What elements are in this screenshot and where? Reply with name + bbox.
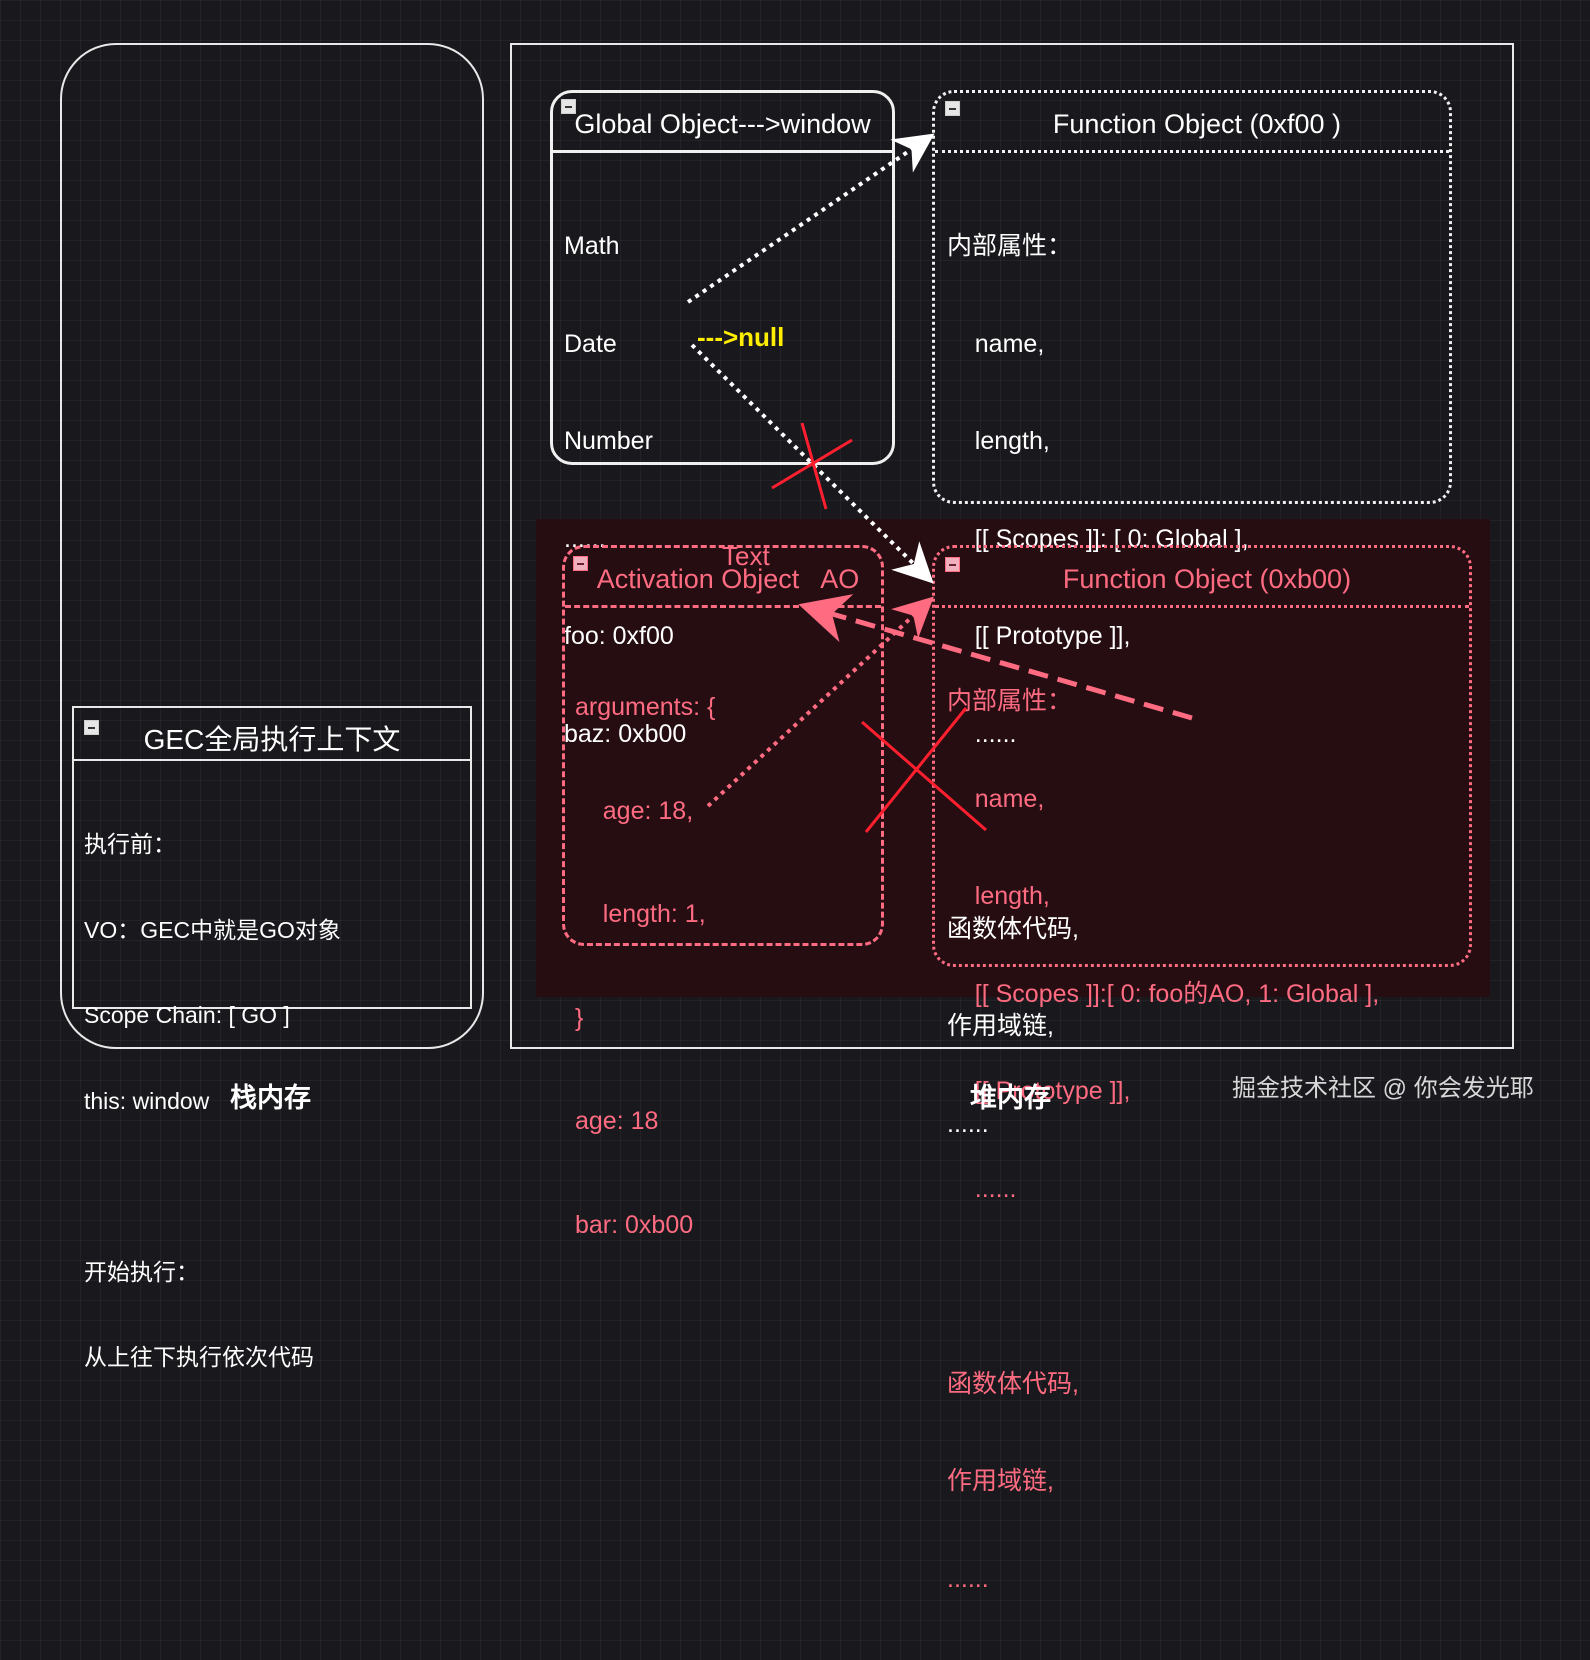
gec-line: Scope Chain: [ GO ]	[84, 1002, 290, 1028]
property-line: 内部属性：	[947, 687, 1073, 715]
activation-object-title: Activation Object AO	[596, 564, 860, 594]
gec-divider	[74, 759, 470, 761]
gec-line: 开始执行：	[84, 1258, 199, 1285]
activation-object-box[interactable]: Activation Object AO arguments: { age: 1…	[562, 545, 884, 1239]
collapse-icon[interactable]	[945, 557, 960, 572]
property-line: baz: 0xb00	[564, 719, 687, 748]
function-object-foo-box[interactable]: Function Object (0xf00 ) 内部属性： name, len…	[932, 90, 1452, 1138]
gec-line	[84, 1172, 341, 1201]
function-object-bar-title: Function Object (0xb00)	[1062, 564, 1352, 594]
property-line: 函数体代码,	[947, 914, 1079, 943]
stack-memory-label: 栈内存	[230, 1083, 311, 1113]
activation-object-divider	[565, 605, 881, 608]
highlight-zone	[536, 519, 1490, 997]
property-line: foo: 0xf00	[564, 622, 674, 650]
property-line: Math	[564, 232, 620, 260]
global-object-body: Math Date Number ...... foo: 0xf00 baz: …	[564, 165, 686, 815]
global-object-divider	[553, 150, 892, 153]
activation-object-body: arguments: { age: 18, length: 1, } age: …	[575, 621, 715, 1311]
property-line: ......	[947, 1109, 989, 1138]
property-line: 函数体代码,	[947, 1369, 1079, 1398]
heap-memory-label: 堆内存	[970, 1083, 1051, 1113]
property-line: ......	[947, 1564, 989, 1593]
stack-memory-panel	[60, 43, 484, 1049]
function-object-bar-box[interactable]: Function Object (0xb00) 内部属性： name, leng…	[932, 545, 1472, 1593]
property-line: arguments: {	[575, 693, 716, 721]
property-line: ......	[947, 1174, 1017, 1203]
function-object-foo-divider	[935, 150, 1449, 153]
watermark: 掘金技术社区 @ 你会发光耶	[1232, 1075, 1534, 1102]
property-line: Number	[564, 427, 653, 455]
function-object-foo-title: Function Object (0xf00 )	[1052, 109, 1342, 139]
gec-line: this: window	[84, 1087, 210, 1114]
property-line: 作用域链,	[947, 1467, 1054, 1495]
collapse-icon[interactable]	[573, 556, 588, 571]
property-line: age: 18,	[575, 796, 694, 825]
gec-line: 从上往下执行依次代码	[84, 1344, 314, 1370]
property-line: length,	[947, 882, 1050, 910]
gec-line: 执行前：	[84, 831, 176, 857]
property-line: [[ Scopes ]]:[ 0: foo的AO, 1: Global ],	[947, 979, 1380, 1008]
property-line: bar: 0xb00	[575, 1210, 694, 1239]
property-line: length: 1,	[575, 900, 706, 928]
property-line: age: 18	[575, 1107, 659, 1135]
heap-memory-panel	[510, 43, 1514, 1049]
collapse-icon[interactable]	[945, 101, 960, 116]
global-object-box[interactable]: Global Object--->window Math Date Number…	[550, 90, 895, 748]
gec-line: VO：GEC中就是GO对象	[84, 916, 341, 943]
property-line: }	[575, 1003, 584, 1032]
gec-box[interactable]: GEC全局执行上下文 执行前： VO：GEC中就是GO对象 Scope Chai…	[72, 706, 472, 1370]
global-object-title: Global Object--->window	[574, 109, 871, 139]
collapse-icon[interactable]	[561, 99, 576, 114]
property-line: 内部属性：	[947, 232, 1073, 260]
property-line: length,	[947, 427, 1050, 455]
property-line	[947, 1270, 1379, 1303]
property-line: [[ Prototype ]],	[947, 1077, 1131, 1105]
property-line: name,	[947, 784, 1045, 813]
property-line: Date	[564, 329, 617, 358]
property-line: name,	[947, 329, 1045, 358]
gec-title: GEC全局执行上下文	[143, 724, 401, 755]
collapse-icon[interactable]	[84, 720, 99, 735]
property-line: 作用域链,	[947, 1012, 1054, 1040]
null-annotation: --->null	[697, 322, 785, 352]
function-object-bar-body: 内部属性： name, length, [[ Scopes ]]:[ 0: fo…	[947, 620, 1379, 1660]
function-object-bar-divider	[935, 605, 1469, 608]
